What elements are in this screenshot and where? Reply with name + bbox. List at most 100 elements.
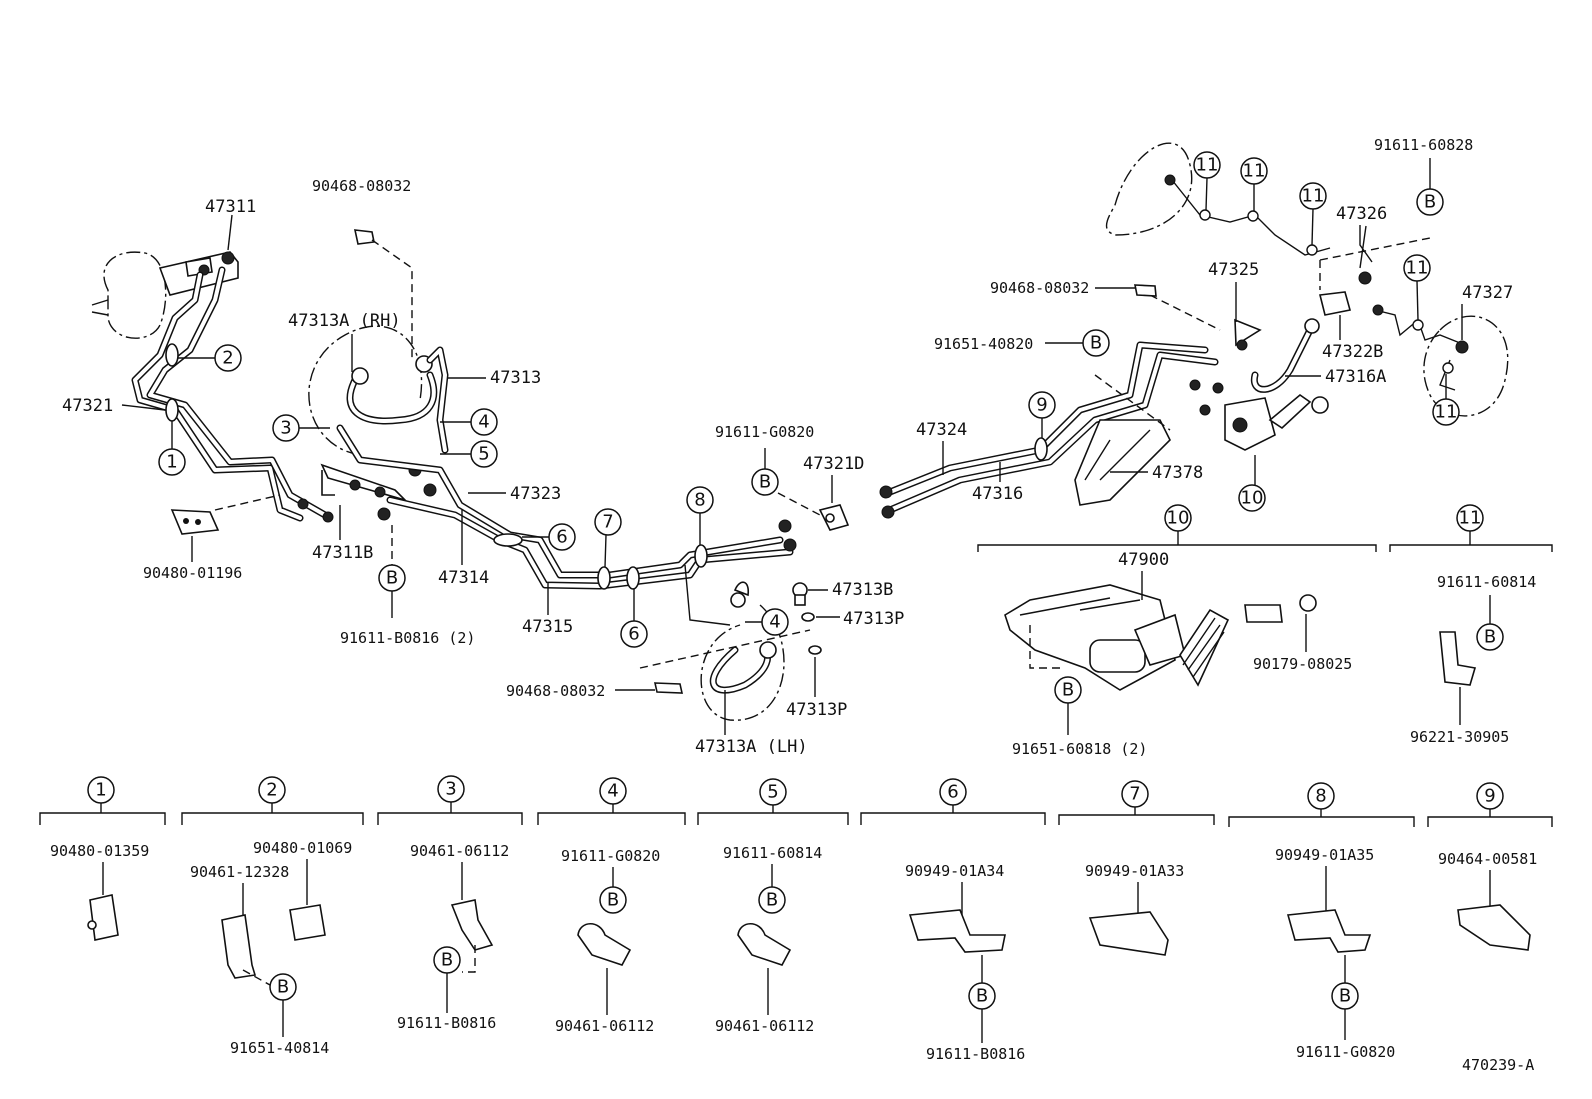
g2-part-1: 90461-12328	[190, 863, 289, 881]
callout-1: 1	[166, 452, 177, 473]
rear-hose	[1250, 237, 1431, 393]
label-47327: 47327	[1462, 283, 1513, 303]
callout-9: 9	[1036, 395, 1047, 416]
group4-callout: 4	[607, 781, 618, 802]
g7-part-0: 90949-01A33	[1085, 862, 1184, 880]
label-47313: 47313	[490, 368, 541, 388]
label-90179-08025: 90179-08025	[1253, 655, 1352, 673]
g1-part-0: 90480-01359	[50, 842, 149, 860]
label-47321: 47321	[62, 396, 113, 416]
bracket-47378	[1074, 374, 1171, 506]
group9-callout: 9	[1484, 786, 1495, 807]
callout-b-4: B	[1424, 192, 1436, 213]
g5-b: B	[766, 890, 778, 911]
callout-11c: 11	[1302, 186, 1325, 207]
g3-b: B	[441, 950, 453, 971]
g6-b: B	[976, 986, 988, 1007]
label-47313a-lh: 47313A (LH)	[695, 737, 808, 757]
lsp-valve	[1149, 294, 1329, 485]
callout-4: 4	[478, 412, 489, 433]
g8-part-1: 91611-G0820	[1296, 1043, 1395, 1061]
label-91651-60818-2: 91651-60818 (2)	[1012, 740, 1147, 758]
label-47313a-rh: 47313A (RH)	[288, 311, 401, 331]
callout-11b: 11	[1243, 161, 1266, 182]
g2-b: B	[277, 977, 289, 998]
g9-part-0: 90464-00581	[1438, 850, 1537, 868]
callout-b-1: B	[386, 568, 398, 589]
g6-part-1: 91611-B0816	[926, 1045, 1025, 1063]
g3-part-1: 91611-B0816	[397, 1014, 496, 1032]
joint-47321d	[777, 492, 850, 531]
g3-part-0: 90461-06112	[410, 842, 509, 860]
master-cylinder-area	[91, 214, 239, 339]
label-47326: 47326	[1336, 204, 1387, 224]
callout-6: 6	[556, 527, 567, 548]
label-90468-top: 90468-08032	[312, 177, 411, 195]
part-labels: 47311 90468-08032 47313A (RH) 47313 4732…	[62, 136, 1553, 758]
g6-part-0: 90949-01A34	[905, 862, 1004, 880]
rear-wheel-right	[1372, 304, 1509, 417]
diagram-id: 470239-A	[1462, 1056, 1534, 1074]
label-90480-01196: 90480-01196	[143, 564, 242, 582]
label-90468-right: 90468-08032	[990, 279, 1089, 297]
brake-pipes-right	[879, 341, 1219, 519]
label-91651-40820: 91651-40820	[934, 335, 1033, 353]
callout-11a: 11	[1196, 155, 1219, 176]
label-47314: 47314	[438, 568, 489, 588]
callout-10: 10	[1241, 488, 1264, 509]
group5-callout: 5	[767, 782, 778, 803]
label-47900: 47900	[1118, 550, 1169, 570]
clip-90468-right	[1134, 284, 1157, 297]
callout-11d: 11	[1406, 258, 1429, 279]
callout-11e: 11	[1435, 402, 1458, 423]
g2-part-0: 90480-01069	[253, 839, 352, 857]
g5-part-1: 90461-06112	[715, 1017, 814, 1035]
label-47311b: 47311B	[312, 543, 373, 563]
flex-hose-rh	[308, 229, 449, 456]
label-91611-60828: 91611-60828	[1374, 136, 1473, 154]
group1-callout: 1	[95, 780, 106, 801]
callout-6b: 6	[628, 624, 639, 645]
label-91611-b0816-2: 91611-B0816 (2)	[340, 629, 475, 647]
label-47322b: 47322B	[1322, 342, 1383, 362]
rear-wheel-left	[1105, 142, 1373, 263]
brake-pipes-left	[131, 266, 334, 523]
label-47315: 47315	[522, 617, 573, 637]
callout-b-5: B	[1062, 680, 1074, 701]
group3-callout: 3	[445, 779, 456, 800]
flex-hose-lh	[639, 581, 822, 721]
callout-b-3: B	[1090, 333, 1102, 354]
label-96221-30905: 96221-30905	[1410, 728, 1509, 746]
g2-part-2: 91651-40814	[230, 1039, 329, 1057]
label-90468-mid: 90468-08032	[506, 682, 605, 700]
label-47325: 47325	[1208, 260, 1259, 280]
callout-2: 2	[222, 348, 233, 369]
group7-callout: 7	[1129, 784, 1140, 805]
label-47313p-1: 47313P	[843, 609, 904, 629]
callout-5: 5	[478, 444, 489, 465]
label-47324: 47324	[916, 420, 967, 440]
callout-3: 3	[280, 418, 291, 439]
clamp-90480-01196	[170, 494, 281, 562]
label-47321d: 47321D	[803, 454, 864, 474]
g8-part-0: 90949-01A35	[1275, 846, 1374, 864]
callout-4b: 4	[769, 612, 780, 633]
group2-callout: 2	[266, 780, 277, 801]
callout-b-6: B	[1484, 627, 1496, 648]
label-47316: 47316	[972, 484, 1023, 504]
bracket-96221-30905	[1439, 631, 1477, 686]
label-47316a: 47316A	[1325, 367, 1386, 387]
label-91611-g0820-mid: 91611-G0820	[715, 423, 814, 441]
g4-part-1: 90461-06112	[555, 1017, 654, 1035]
brake-pipes-middle	[336, 424, 797, 626]
label-47313p-2: 47313P	[786, 700, 847, 720]
callout-b-2: B	[759, 472, 771, 493]
label-47311: 47311	[205, 197, 256, 217]
label-47313b: 47313B	[832, 580, 893, 600]
g5-part-0: 91611-60814	[723, 844, 822, 862]
callout-7: 7	[602, 512, 613, 533]
label-91611-60814-r: 91611-60814	[1437, 573, 1536, 591]
g4-part-0: 91611-G0820	[561, 847, 660, 865]
group11-callout: 11	[1459, 508, 1482, 529]
